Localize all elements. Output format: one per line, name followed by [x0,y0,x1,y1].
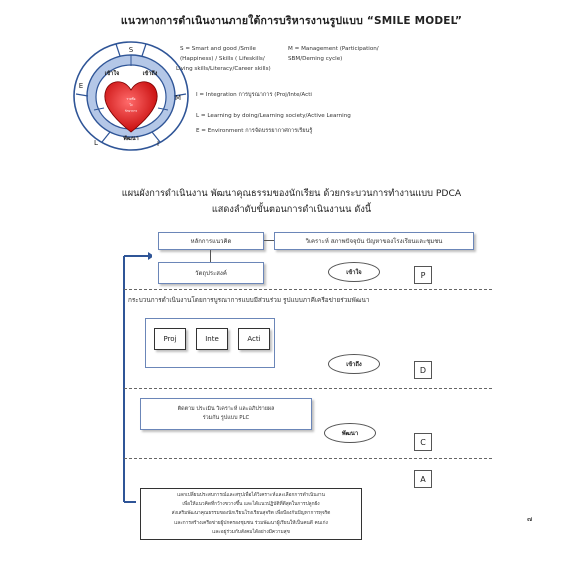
acti-box: Acti [238,328,270,350]
flow-subtitle-line2: แสดงลำดับขั้นตอนการดำเนินงานน ดังนี้ [211,204,372,215]
proj-box: Proj [154,328,186,350]
legend-e-line: E = Environment การจัดบรรยากาศการเรียนรู… [196,128,313,134]
follow-up-box: ติดตาม ประเมิน วิเคราะห์ และอภิปรายผล ร่… [140,398,312,430]
label-access: เข้าถึง [143,69,158,77]
legend-s-line2: (Happiness) / Skills ( Lifeskills/ [180,56,265,62]
follow-up-line1: ติดตาม ประเมิน วิเคราะห์ และอภิปรายผล [177,406,275,412]
flow-subtitle-line1: แผนผังการดำเนินงาน พัฒนาคุณธรรมของนักเรี… [121,188,462,199]
page-title: แนวทางการดำเนินงานภายใต้การบริหารงานรูปแ… [120,15,463,27]
letter-s: S [129,46,134,54]
p-box: P [414,266,432,284]
heart-text-2: ใจ [129,103,132,107]
principle-box: หลักการแนวคิด [158,232,264,250]
analysis-box: วิเคราะห์ สภาพปัจจุบัน ปัญหาของโรงเรียนแ… [274,232,474,250]
divider-3 [124,458,492,459]
legend-s-line1: S = Smart and good /Smile [180,46,256,52]
conclusion-line3: ส่งเสริมพัฒนาคุณธรรมของนักเรียนโรงเรียนส… [171,511,331,517]
feedback-loop-line [123,252,152,503]
legend-m-line2: SBM/Deming cycle) [288,56,343,62]
letter-m: M [175,94,181,102]
divider-2 [124,388,492,389]
understand-ellipse: เข้าใจ [328,262,380,282]
conclusion-line4: และการสร้างเครือข่ายผู้ปกครองชุมชน ร่วมพ… [174,520,328,526]
label-understand: เข้าใจ [105,69,120,77]
conclusion-line5: และอยู่ร่วมกับสังคมได้อย่างมีความสุข [212,529,290,535]
legend-i-line: I = Integration การบูรณาการ (Proj/Inte/A… [196,92,312,98]
letter-e: E [79,82,83,90]
heart-text-3: รักษาการ [125,109,138,113]
access-ellipse: เข้าถึง [328,354,380,374]
a-box: A [414,470,432,488]
letter-l: L [94,139,98,147]
page-number: ๗ [527,515,533,523]
follow-up-line2: ร่วมกัน รูปแบบ PLC [202,415,250,421]
smile-wheel-diagram: S M I L E เข้าใจ เข้าถึง พัฒนา รายชื่อ ใ… [73,41,189,151]
heart-shape [104,81,158,133]
objective-box: วัตถุประสงค์ [158,262,264,284]
c-box: C [414,433,432,451]
conclusion-line2: เพื่อให้แนวคิดที่กว้างขวางขึ้น และได้แนว… [182,502,320,508]
d-box: D [414,361,432,379]
inte-box: Inte [196,328,228,350]
conclusion-box: แลกเปลี่ยนประสบการณ์และสรุปเพื่อได้วิเคร… [140,488,362,540]
develop-ellipse: พัฒนา [324,423,376,443]
process-text: กระบวนการดำเนินงานโดยการบูรณาการแบบมีส่ว… [128,296,370,304]
legend-m-line1: M = Management (Participation/ [288,46,379,52]
divider-1 [124,289,492,290]
legend-l-line: L = Learning by doing/Learning society/A… [196,113,351,119]
heart-text-1: รายชื่อ [127,96,136,101]
legend-s-line3: Living skills/Literacy/Career skills) [176,66,271,72]
label-develop: พัฒนา [122,135,138,142]
letter-i: I [157,140,159,148]
conclusion-line1: แลกเปลี่ยนประสบการณ์และสรุปเพื่อได้วิเคร… [177,492,325,498]
